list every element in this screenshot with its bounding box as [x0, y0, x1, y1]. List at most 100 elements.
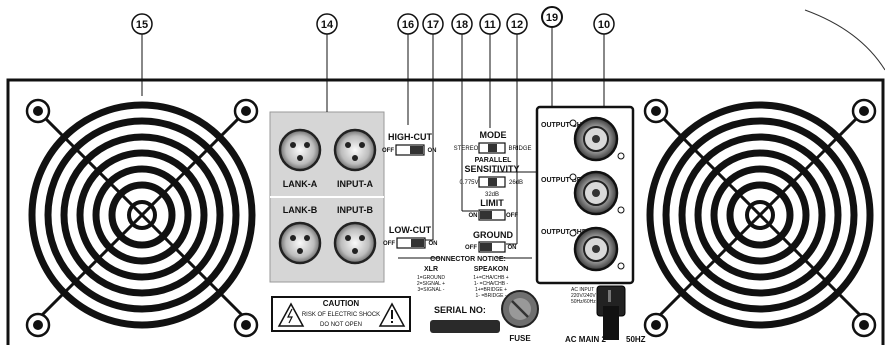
ac-main-label: AC MAIN 2	[565, 335, 606, 344]
svg-text:1+=CHA/CHB +: 1+=CHA/CHB +	[473, 275, 509, 281]
svg-text:3=SIGNAL -: 3=SIGNAL -	[418, 287, 445, 293]
speakon-output-panel: OUTPUT CHA OUTPUT BRIDGE OUTPUT CHB	[535, 105, 635, 285]
serial-number-area: SERIAL NO:	[430, 305, 500, 333]
svg-text:1=GROUND: 1=GROUND	[417, 275, 445, 281]
label-input-b: INPUT-B	[337, 205, 374, 215]
caution-label: CAUTION RISK OF ELECTRIC SHOCK DO NOT OP…	[271, 296, 411, 332]
caution-title: CAUTION	[323, 299, 360, 308]
svg-text:17: 17	[427, 19, 439, 31]
svg-text:OFF: OFF	[383, 241, 395, 247]
fuse-holder[interactable]: FUSE	[501, 290, 539, 343]
left-fan	[25, 98, 259, 338]
screw-icon	[25, 312, 51, 338]
ac-main-frequency: 50HZ	[626, 335, 646, 344]
speakon-output-bridge[interactable]	[569, 170, 625, 216]
svg-text:OFF: OFF	[382, 148, 394, 154]
screw-icon	[643, 98, 669, 124]
limit-title: LIMIT	[480, 198, 504, 208]
svg-text:15: 15	[136, 19, 148, 31]
right-fan	[643, 98, 877, 338]
limit-switch[interactable]: LIMIT ON OFF	[469, 198, 519, 221]
label-input-a: INPUT-A	[337, 179, 374, 189]
screw-icon	[233, 98, 259, 124]
output-chb-label: OUTPUT CHB	[541, 229, 587, 236]
svg-text:2=SIGNAL +: 2=SIGNAL +	[417, 281, 445, 287]
callout-15: 15	[131, 13, 153, 96]
svg-text:18: 18	[456, 19, 468, 31]
svg-text:11: 11	[484, 19, 496, 31]
svg-text:OFF: OFF	[506, 213, 518, 219]
connector-notice: CONNECTOR NOTICE: XLR 1=GROUND 2=SIGNAL …	[398, 256, 532, 299]
screw-icon	[851, 312, 877, 338]
speakon-output-chb[interactable]	[569, 226, 625, 272]
svg-text:14: 14	[321, 19, 334, 31]
warning-triangle-icon	[378, 302, 406, 327]
screw-icon	[25, 98, 51, 124]
svg-text:16: 16	[402, 19, 414, 31]
svg-text:ON: ON	[508, 245, 517, 251]
sensitivity-title: SENSITIVITY	[464, 164, 519, 174]
ground-switch[interactable]: GROUND OFF ON	[465, 230, 517, 253]
svg-text:ON: ON	[428, 148, 437, 154]
svg-text:12: 12	[511, 19, 523, 31]
high-cut-switch[interactable]: HIGH-CUT OFF ON	[382, 132, 437, 156]
output-bridge-label: OUTPUT BRIDGE	[541, 177, 599, 184]
callout-11: 11	[479, 13, 501, 128]
svg-text:PARALLEL: PARALLEL	[475, 157, 513, 164]
svg-text:10: 10	[598, 19, 610, 31]
xlr-connector-lank-b[interactable]	[278, 221, 322, 265]
caution-line2: DO NOT OPEN	[320, 322, 362, 328]
screw-icon	[233, 312, 259, 338]
callout-16: 16	[397, 13, 419, 125]
mode-switch[interactable]: MODE STEREO BRIDGE PARALLEL	[454, 130, 532, 164]
xlr-connector-input-b[interactable]	[333, 221, 377, 265]
svg-text:1+=BRIDGE +: 1+=BRIDGE +	[475, 287, 507, 293]
screw-icon	[643, 312, 669, 338]
screw-icon	[851, 98, 877, 124]
svg-text:1- =CHA/CHB -: 1- =CHA/CHB -	[474, 281, 509, 287]
label-lank-a: LANK-A	[283, 179, 318, 189]
svg-text:AC INPUT: AC INPUT	[571, 287, 594, 293]
sensitivity-switch[interactable]: SENSITIVITY 0.775V 26dB 32dB	[459, 164, 523, 198]
caution-line1: RISK OF ELECTRIC SHOCK	[302, 312, 380, 318]
connector-notice-title: CONNECTOR NOTICE:	[430, 256, 506, 263]
svg-text:19: 19	[546, 12, 558, 24]
panel-curve	[804, 9, 885, 71]
callout-14: 14	[316, 13, 338, 112]
speakon-notice-title: SPEAKON	[474, 266, 509, 273]
svg-text:26dB: 26dB	[509, 180, 523, 186]
mode-title: MODE	[480, 130, 507, 140]
svg-text:50Hz/60Hz: 50Hz/60Hz	[571, 299, 596, 305]
serial-label: SERIAL NO:	[434, 305, 486, 315]
svg-text:BRIDGE: BRIDGE	[508, 146, 531, 152]
svg-text:ON: ON	[429, 241, 438, 247]
callout-17: 17	[422, 13, 444, 241]
callout-10: 10	[593, 13, 615, 112]
warning-triangle-icon	[277, 302, 305, 327]
xlr-notice-title: XLR	[424, 266, 438, 273]
svg-text:220V/240V: 220V/240V	[571, 293, 596, 299]
xlr-connector-lank-a[interactable]	[278, 128, 322, 172]
fuse-label: FUSE	[509, 334, 531, 343]
svg-text:ON: ON	[469, 213, 478, 219]
label-lank-b: LANK-B	[283, 205, 318, 215]
xlr-input-panel: LANK-A INPUT-A LANK-B INPUT-B	[269, 111, 385, 283]
callout-12: 12	[506, 13, 528, 245]
high-cut-title: HIGH-CUT	[388, 132, 432, 142]
output-cha-label: OUTPUT CHA	[541, 122, 587, 129]
ground-title: GROUND	[473, 230, 513, 240]
ac-input: AC INPUT 220V/240V 50Hz/60Hz AC MAIN 2 5…	[565, 285, 646, 344]
speakon-output-cha[interactable]	[569, 116, 625, 162]
svg-text:0.775V: 0.775V	[459, 180, 478, 186]
power-cord-icon[interactable]	[596, 285, 626, 340]
svg-text:OFF: OFF	[465, 245, 477, 251]
low-cut-switch[interactable]: LOW-CUT OFF ON	[383, 225, 438, 249]
callout-18: 18	[451, 13, 478, 212]
xlr-connector-input-a[interactable]	[333, 128, 377, 172]
low-cut-title: LOW-CUT	[389, 225, 432, 235]
svg-text:STEREO: STEREO	[454, 146, 479, 152]
svg-text:32dB: 32dB	[485, 192, 499, 198]
svg-text:1- =BRIDGE -: 1- =BRIDGE -	[476, 293, 507, 299]
